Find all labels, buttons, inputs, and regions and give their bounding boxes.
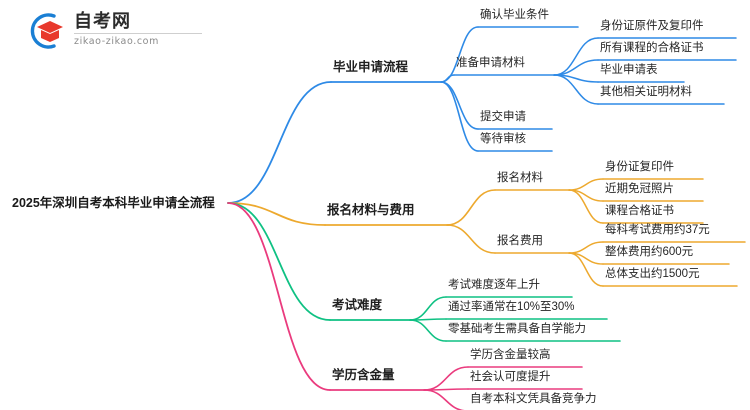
mindmap-node-b4-c3[interactable]: 自考本科文凭具备竞争力: [470, 393, 597, 405]
connector-line: [423, 366, 469, 391]
logo-title: 自考网: [74, 11, 131, 31]
connector-line: [568, 252, 604, 287]
mindmap-node-b3-c2[interactable]: 通过率通常在10%至30%: [448, 301, 575, 313]
logo-text-block: 自考网 zikao-zikao.com: [74, 10, 224, 48]
logo-divider: [74, 33, 202, 34]
mindmap-node-b2-c1[interactable]: 报名材料: [497, 172, 543, 184]
connector-line: [227, 81, 332, 204]
connector-line: [553, 59, 599, 76]
connector-line: [446, 224, 496, 254]
mindmap-node-b3-c1[interactable]: 考试难度逐年上升: [448, 279, 540, 291]
logo-domain: zikao-zikao.com: [74, 36, 159, 47]
connector-line: [409, 296, 447, 321]
mindmap-node-b1-c2-g2[interactable]: 所有课程的合格证书: [600, 42, 704, 54]
connector-line: [440, 74, 455, 83]
connector-line: [227, 202, 331, 321]
connector-line: [553, 37, 599, 76]
mindmap-node-b2-c1-g1[interactable]: 身份证复印件: [605, 161, 674, 173]
connector-line: [440, 81, 479, 130]
mindmap-node-b2-c1-g2[interactable]: 近期免冠照片: [605, 183, 674, 195]
connector-line: [440, 26, 479, 83]
mindmap-node-b2-c2-g3[interactable]: 总体支出约1500元: [605, 268, 700, 280]
connector-line: [568, 189, 604, 224]
connector-line: [409, 319, 447, 342]
mindmap-branch-1[interactable]: 毕业申请流程: [333, 60, 409, 74]
mindmap-node-b2-c2[interactable]: 报名费用: [497, 235, 543, 247]
mindmap-node-b1-c4[interactable]: 等待审核: [480, 133, 526, 145]
connector-line: [568, 241, 604, 254]
mindmap-node-b1-c2-g4[interactable]: 其他相关证明材料: [600, 86, 692, 98]
mindmap-node-b2-c2-g2[interactable]: 整体费用约600元: [605, 246, 694, 258]
connector-line: [568, 178, 604, 191]
connector-line: [553, 74, 599, 105]
mindmap-node-b1-c1[interactable]: 确认毕业条件: [480, 9, 549, 21]
mindmap-branch-4[interactable]: 学历含金量: [332, 368, 395, 382]
connector-line: [446, 189, 496, 226]
mindmap-branch-2[interactable]: 报名材料与费用: [327, 203, 415, 217]
mindmap-node-b4-c1[interactable]: 学历含金量较高: [470, 349, 551, 361]
mindmap-branch-3[interactable]: 考试难度: [332, 298, 383, 312]
mindmap-node-b3-c3[interactable]: 零基础考生需具备自学能力: [448, 323, 586, 335]
connector-line: [440, 81, 479, 152]
mindmap-root-node[interactable]: 2025年深圳自考本科毕业申请全流程: [12, 196, 215, 210]
connector-line: [227, 202, 326, 226]
mindmap-node-b1-c2[interactable]: 准备申请材料: [456, 57, 525, 69]
connector-line: [227, 202, 331, 391]
mindmap-node-b1-c2-g1[interactable]: 身份证原件及复印件: [600, 20, 704, 32]
site-logo: 自考网 zikao-zikao.com: [24, 8, 224, 54]
mindmap-node-b1-c2-g3[interactable]: 毕业申请表: [600, 64, 658, 76]
mindmap-node-b2-c1-g3[interactable]: 课程合格证书: [605, 205, 674, 217]
mindmap-node-b2-c2-g1[interactable]: 每科考试费用约37元: [605, 224, 710, 236]
connector-line: [423, 389, 467, 410]
mindmap-node-b4-c2[interactable]: 社会认可度提升: [470, 371, 551, 383]
mindmap-node-b1-c3[interactable]: 提交申请: [480, 111, 526, 123]
zikao-logo-icon: [30, 13, 63, 49]
